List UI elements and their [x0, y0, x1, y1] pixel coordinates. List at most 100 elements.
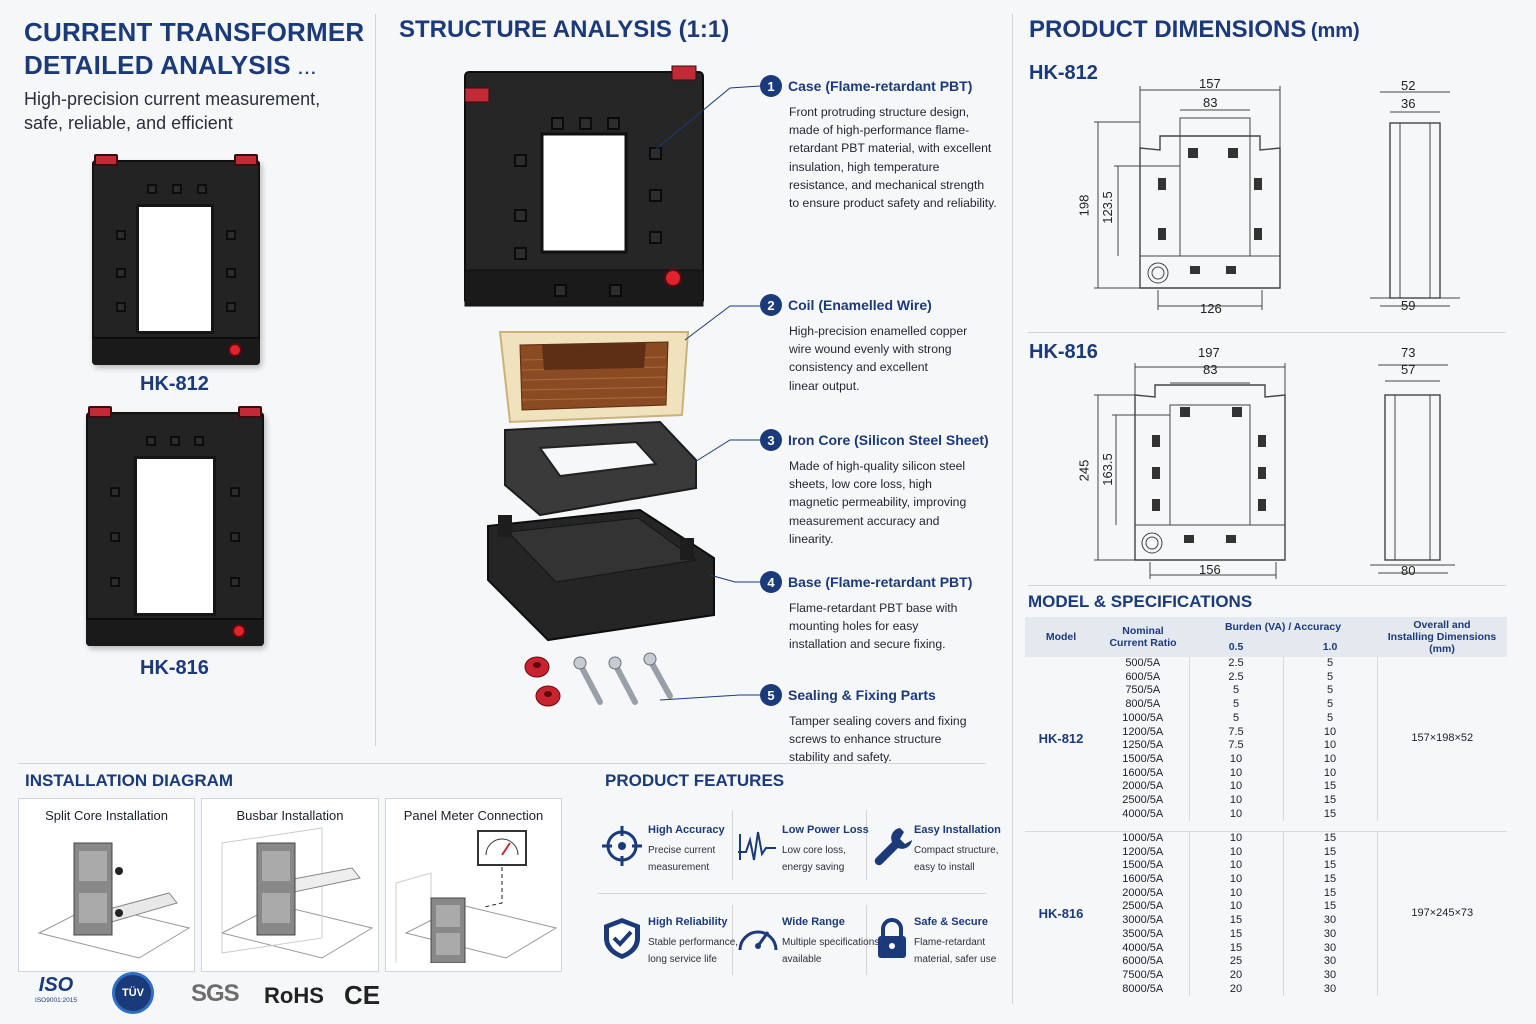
burden-05-cell: 25: [1189, 955, 1284, 969]
burden-05-cell: 10: [1189, 752, 1284, 767]
burden-05-cell: 10: [1189, 873, 1284, 887]
burden-05-cell: 15: [1189, 914, 1284, 928]
burden-05-cell: 10: [1189, 794, 1284, 808]
sealing-parts: [524, 652, 673, 707]
burden-05-cell: 10: [1189, 900, 1284, 915]
dim-label-hk816: HK-816: [1029, 341, 1098, 363]
dim-816-side: 73: [1401, 345, 1416, 360]
install-panel-meter: Panel Meter Connection: [385, 798, 562, 974]
th-acc-05: 0.5: [1189, 637, 1283, 657]
dim-816-width: 197: [1198, 345, 1220, 360]
panel-meter-illustration: [395, 830, 558, 974]
dimensions-title: PRODUCT DIMENSIONS (mm): [1029, 16, 1360, 43]
ratio-cell: 1600/5A: [1097, 766, 1190, 781]
ratio-cell: 7500/5A: [1097, 968, 1190, 983]
burden-10-cell: 30: [1323, 982, 1337, 995]
dim-816-inner-height: 163.5: [1099, 453, 1115, 486]
ratio-cell: 1200/5A: [1097, 845, 1190, 860]
burden-10-cell: 5: [1326, 670, 1334, 683]
drawing-hk812: [1094, 86, 1460, 310]
burden-05-cell: 2.5: [1189, 670, 1284, 685]
dim-812-side: 52: [1401, 78, 1416, 93]
burden-10-cell: 10: [1323, 752, 1337, 765]
ratio-cell: 1200/5A: [1097, 725, 1190, 740]
burden-10-cell: 30: [1323, 968, 1337, 981]
ratio-cell: 1000/5A: [1097, 711, 1190, 726]
burden-10-cell: 5: [1326, 711, 1334, 724]
wrench-icon: [874, 828, 912, 866]
ce-logo: CE: [344, 980, 381, 1010]
divider: [866, 905, 867, 975]
sgs-logo: SGS: [191, 980, 240, 1007]
dim-812-side-inner: 36: [1401, 96, 1416, 111]
case-part: [464, 65, 704, 307]
dim-816-height: 245: [1076, 459, 1092, 482]
burden-10-cell: 30: [1323, 955, 1337, 968]
ratio-cell: 1500/5A: [1097, 752, 1190, 767]
dimensions-cell: 157×198×52: [1376, 657, 1507, 822]
spacer-row: [1025, 821, 1507, 831]
divider: [732, 810, 733, 880]
dim-812-inner: 83: [1203, 95, 1218, 110]
base-part: [487, 508, 715, 642]
structure-title: STRUCTURE ANALYSIS (1:1): [399, 16, 730, 43]
feature-high-reliability: High Reliability Stable performance,long…: [604, 916, 778, 968]
burden-10-cell: 5: [1326, 684, 1334, 697]
burden-05-cell: 5: [1189, 711, 1284, 726]
divider: [732, 905, 733, 975]
th-acc-10: 1.0: [1283, 637, 1377, 657]
burden-05-cell: 20: [1189, 982, 1284, 997]
iron-core-part: [504, 420, 697, 517]
burden-05-cell: 10: [1189, 766, 1284, 781]
burden-10-cell: 15: [1323, 859, 1337, 872]
dim-816-inner: 83: [1203, 362, 1218, 377]
feature-easy-installation: Easy Installation Compact structure,easy…: [874, 824, 1044, 876]
dim-label-hk812: HK-812: [1029, 62, 1098, 84]
split-core-illustration: [37, 842, 191, 959]
dim-816-bottom: 156: [1199, 562, 1221, 577]
burden-10-cell: 15: [1323, 873, 1337, 886]
divider: [375, 14, 376, 746]
crosshair-icon: [602, 826, 642, 866]
rohs-logo: RoHS: [264, 983, 324, 1008]
product-image-hk812: [92, 154, 260, 365]
dim-812-width: 157: [1199, 76, 1221, 91]
busbar-illustration: [220, 827, 374, 959]
th-model: Model: [1025, 617, 1097, 657]
burden-05-cell: 10: [1189, 859, 1284, 874]
install-split-core: Split Core Installation: [18, 798, 195, 972]
dim-812-inner-height: 123.5: [1099, 191, 1115, 224]
ratio-cell: 3000/5A: [1097, 914, 1190, 928]
dim-812-bottom: 126: [1200, 301, 1222, 316]
burden-10-cell: 30: [1323, 927, 1337, 940]
ratio-cell: 3500/5A: [1097, 927, 1190, 942]
ratio-cell: 6000/5A: [1097, 955, 1190, 969]
burden-10-cell: 15: [1323, 886, 1337, 899]
drawing-hk816: [1094, 363, 1455, 579]
burden-10-cell: 30: [1323, 914, 1337, 927]
burden-05-cell: 10: [1189, 830, 1284, 846]
burden-10-cell: 10: [1323, 725, 1337, 738]
